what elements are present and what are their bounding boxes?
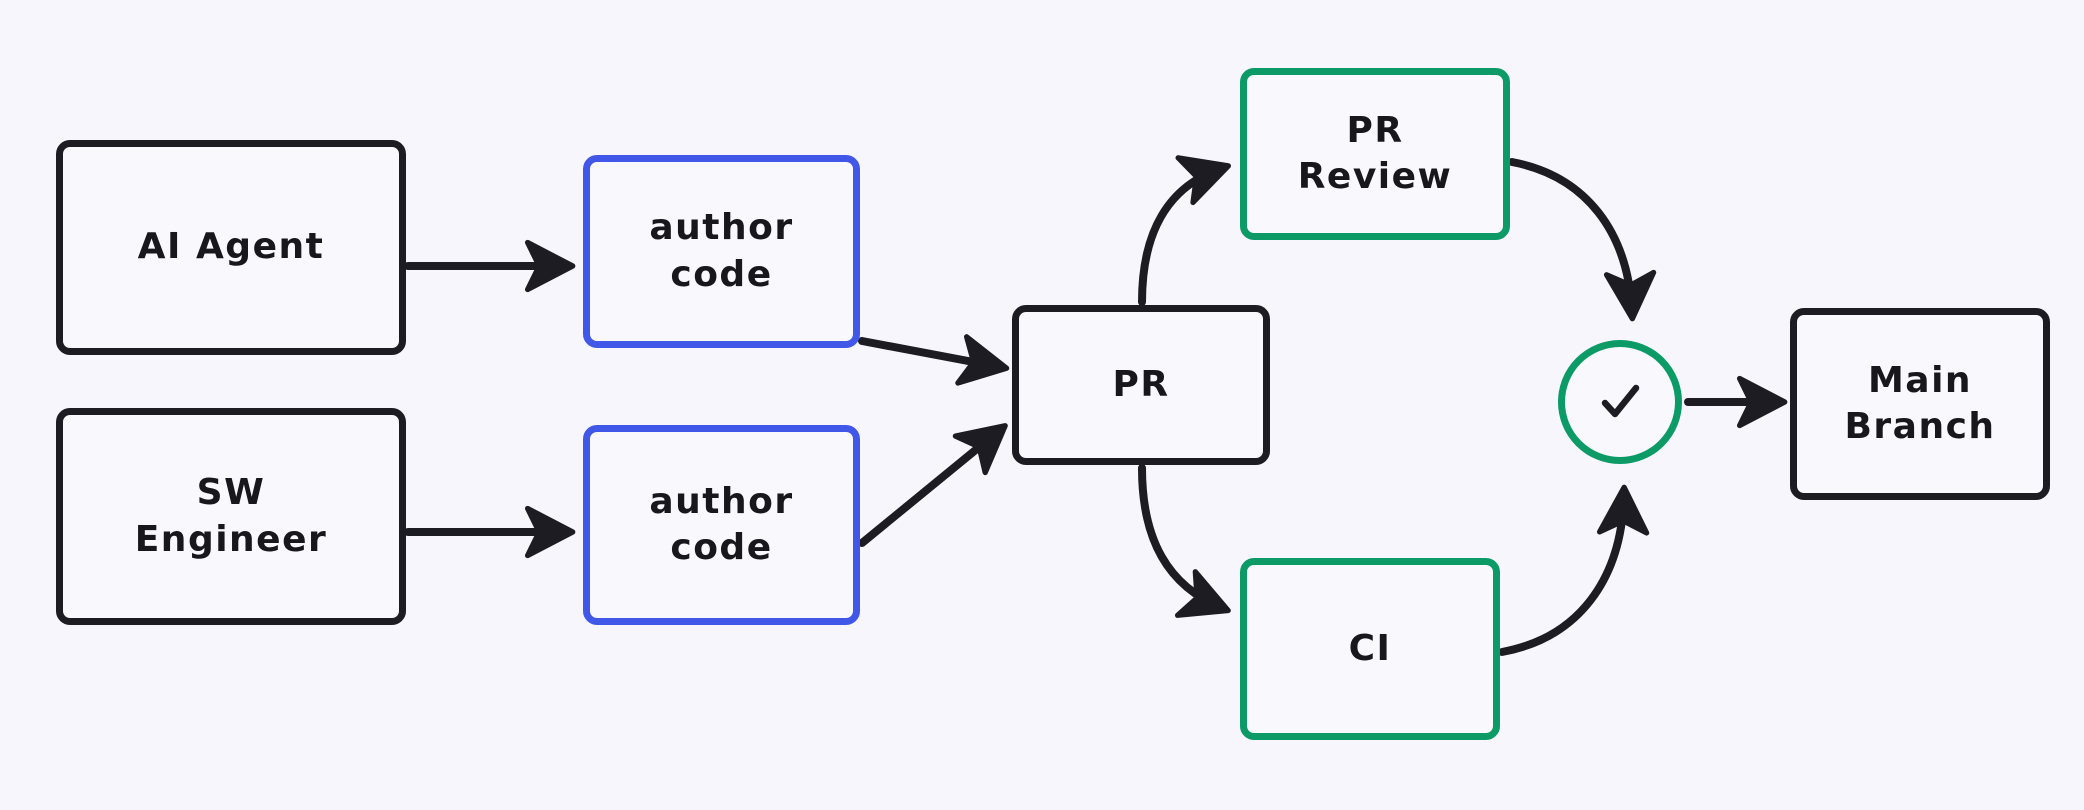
node-author-code-bottom[interactable]: author code <box>583 425 860 625</box>
node-pr-label: PR <box>1112 363 1170 405</box>
node-ci[interactable]: CI <box>1240 558 1500 740</box>
node-ci-label: CI <box>1348 627 1392 669</box>
check-icon <box>1601 384 1640 418</box>
edge-author-code-bottom-to-pr <box>858 423 1008 547</box>
node-author-code-top-label: author code <box>649 207 794 295</box>
node-pr-review-label: PR Review <box>1297 109 1453 197</box>
node-merge-check[interactable] <box>1558 340 1682 464</box>
edge-author-code-top-to-pr <box>858 334 1010 386</box>
node-author-code-top[interactable]: author code <box>583 155 860 348</box>
edge-ci-to-merge-check <box>1498 484 1650 656</box>
node-main-branch-label: Main Branch <box>1844 359 1996 447</box>
node-sw-engineer-label: SW Engineer <box>134 472 328 560</box>
node-ai-agent-label: AI Agent <box>137 226 325 268</box>
edge-pr-to-pr-review <box>1138 155 1232 306</box>
node-sw-engineer[interactable]: SW Engineer <box>56 408 406 625</box>
node-ai-agent[interactable]: AI Agent <box>56 140 406 355</box>
node-pr-review[interactable]: PR Review <box>1240 68 1510 240</box>
node-author-code-bottom-label: author code <box>649 480 794 568</box>
edge-pr-review-to-merge-check <box>1508 158 1657 322</box>
node-pr[interactable]: PR <box>1012 305 1270 465</box>
edge-pr-to-ci <box>1138 464 1231 618</box>
node-main-branch[interactable]: Main Branch <box>1790 308 2050 500</box>
